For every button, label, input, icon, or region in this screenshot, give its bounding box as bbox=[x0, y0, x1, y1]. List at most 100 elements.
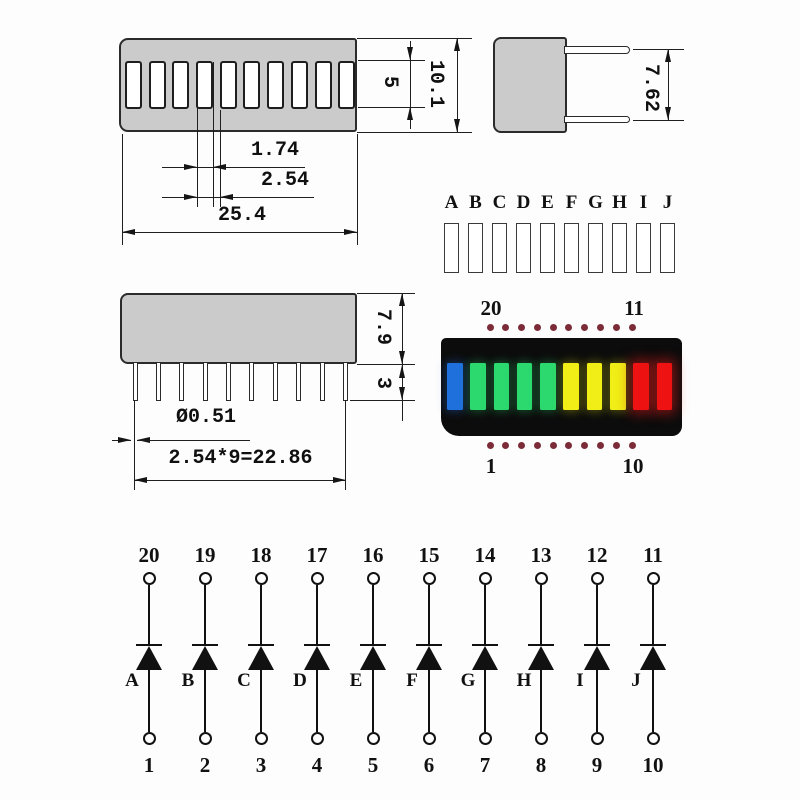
wire bbox=[652, 584, 654, 644]
end-view-pin bbox=[564, 46, 630, 54]
end-view-body bbox=[493, 37, 567, 133]
top-pin-number: 18 bbox=[250, 543, 272, 567]
bottom-pin-number: 1 bbox=[143, 753, 155, 777]
wire bbox=[148, 670, 150, 732]
diode-triangle bbox=[136, 646, 162, 670]
diode-cathode-bar bbox=[360, 643, 386, 646]
pin-dot bbox=[518, 441, 526, 449]
diode-letter: E bbox=[349, 670, 363, 691]
pin-dot bbox=[502, 324, 510, 332]
ext-line bbox=[121, 134, 124, 245]
segment-slot bbox=[290, 61, 308, 109]
arrowhead bbox=[453, 119, 460, 132]
segment-slot bbox=[314, 61, 332, 109]
wire bbox=[596, 584, 598, 644]
wire bbox=[204, 584, 206, 644]
diode-cathode-bar bbox=[416, 643, 442, 646]
side-view-pin-row bbox=[132, 363, 349, 401]
wire bbox=[540, 584, 542, 644]
pin-dot bbox=[628, 324, 636, 332]
diode-column-c: 18 C 3 bbox=[233, 545, 289, 785]
bottom-pin-number: 3 bbox=[255, 753, 267, 777]
arrowhead bbox=[398, 387, 405, 400]
legend-segment-outline bbox=[516, 223, 531, 273]
photo-pin-label-top-left: 20 bbox=[480, 296, 502, 320]
pin-dot bbox=[597, 324, 605, 332]
dim-line bbox=[122, 231, 357, 234]
diode-column-d: 17 D 4 bbox=[289, 545, 345, 785]
segment-slot bbox=[148, 61, 166, 109]
wire bbox=[148, 584, 150, 644]
diode-cathode-bar bbox=[584, 643, 610, 646]
top-pin-number: 15 bbox=[418, 543, 440, 567]
diode-cathode-bar bbox=[192, 643, 218, 646]
dim-slot-width: 1.74 bbox=[250, 139, 299, 162]
legend-letter: I bbox=[639, 192, 648, 213]
pin-dot bbox=[549, 441, 557, 449]
dim-pin-standoff: 3 bbox=[371, 376, 394, 389]
top-pin-number: 13 bbox=[530, 543, 552, 567]
top-pin-number: 12 bbox=[586, 543, 608, 567]
ext-line bbox=[133, 400, 136, 490]
dim-line bbox=[162, 166, 305, 169]
photo-pin-label-top-right: 11 bbox=[624, 296, 644, 320]
led-segment-row bbox=[447, 363, 673, 410]
pin-terminal-circle bbox=[590, 571, 604, 585]
end-view-pin bbox=[564, 115, 630, 123]
led-segment-yellow bbox=[563, 363, 579, 410]
legend-letter: B bbox=[469, 192, 482, 213]
legend-letter: G bbox=[588, 192, 603, 213]
pin-dot bbox=[486, 441, 494, 449]
diode-column-f: 15 F 6 bbox=[401, 545, 457, 785]
arrowhead bbox=[333, 476, 346, 483]
legend-segment-outline bbox=[636, 223, 651, 273]
wire bbox=[428, 584, 430, 644]
legend-segment-outline bbox=[444, 223, 459, 273]
ext-line bbox=[633, 119, 684, 122]
diode-cathode-bar bbox=[248, 643, 274, 646]
pin-terminal-circle bbox=[310, 732, 324, 745]
pin-terminal-circle bbox=[366, 571, 380, 585]
pin-dot bbox=[518, 324, 526, 332]
pin-terminal-circle bbox=[422, 732, 436, 745]
dim-pin-diameter: Ø0.51 bbox=[176, 406, 237, 429]
diode-letter: I bbox=[576, 670, 584, 691]
dim-body-height: 10.1 bbox=[424, 59, 447, 108]
arrowhead bbox=[398, 293, 405, 306]
legend-segment-outline bbox=[540, 223, 555, 273]
legend-letter: D bbox=[516, 192, 531, 213]
wire bbox=[260, 584, 262, 644]
legend-segment-outline bbox=[612, 223, 627, 273]
bottom-pin-number: 2 bbox=[199, 753, 211, 777]
ext-line bbox=[196, 62, 199, 207]
dim-line bbox=[137, 439, 250, 442]
wire bbox=[428, 670, 430, 732]
dim-pin-spacing: 7.62 bbox=[639, 63, 662, 112]
top-pin-number: 11 bbox=[643, 543, 663, 567]
diode-cathode-bar bbox=[528, 643, 554, 646]
lead-pin bbox=[272, 363, 278, 401]
top-pin-number: 16 bbox=[362, 543, 384, 567]
legend-letter-row: A B C D E F G H I J bbox=[444, 193, 675, 213]
pin-terminal-circle bbox=[534, 732, 548, 745]
photo-pin-label-bottom-left: 1 bbox=[485, 454, 497, 478]
ext-line bbox=[357, 292, 415, 295]
ext-line bbox=[212, 62, 215, 207]
arrowhead bbox=[118, 436, 131, 443]
pin-dot bbox=[581, 441, 589, 449]
pin-terminal-circle bbox=[142, 732, 156, 745]
arrowhead bbox=[184, 163, 197, 170]
pin-terminal-circle bbox=[478, 732, 492, 745]
pin-terminal-circle bbox=[198, 571, 212, 585]
legend-letter: H bbox=[612, 192, 627, 213]
segment-slot bbox=[243, 61, 261, 109]
pin-dot bbox=[612, 324, 620, 332]
ext-line bbox=[344, 400, 347, 490]
arrowhead bbox=[453, 38, 460, 51]
ext-line bbox=[357, 363, 415, 366]
legend-segment-outline bbox=[564, 223, 579, 273]
diode-triangle bbox=[248, 646, 274, 670]
led-segment-yellow bbox=[586, 363, 603, 410]
diode-cathode-bar bbox=[304, 643, 330, 646]
dim-body-height: 7.9 bbox=[371, 308, 394, 345]
